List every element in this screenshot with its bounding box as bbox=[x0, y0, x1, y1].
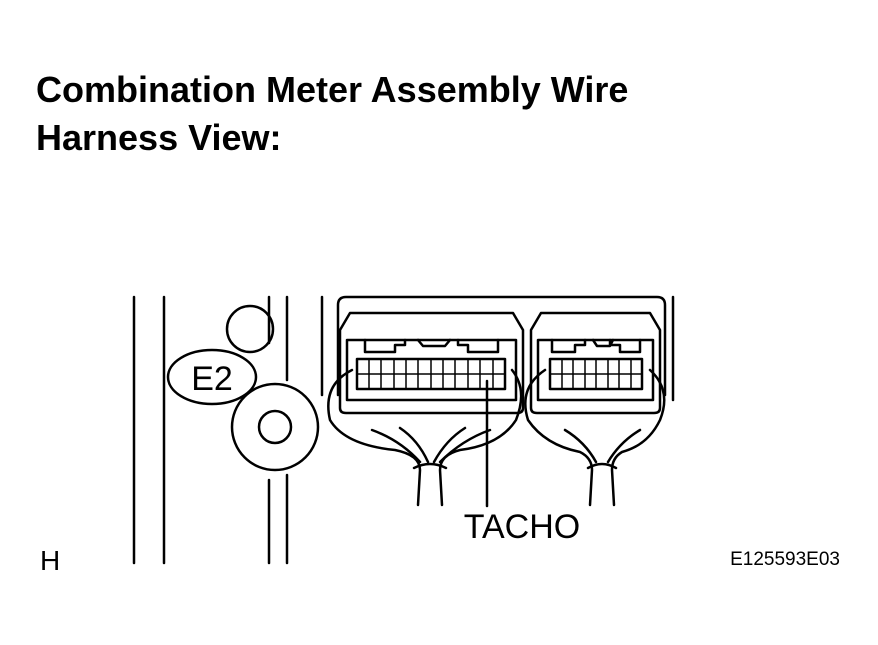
left-connector bbox=[327, 311, 525, 507]
mounting-hole-large-inner bbox=[257, 409, 293, 445]
title-line-1: Combination Meter Assembly Wire bbox=[36, 69, 629, 110]
diagram-title: Combination Meter Assembly Wire Harness … bbox=[36, 66, 796, 162]
mounting-hole-small bbox=[225, 304, 275, 354]
connector-housing bbox=[336, 295, 667, 397]
figure-id: E125593E03 bbox=[730, 549, 840, 570]
terminal-label: TACHO bbox=[464, 508, 580, 546]
connector-label-ellipse bbox=[166, 348, 258, 406]
mounting-hole-large-outer bbox=[230, 382, 320, 472]
title-line-2: Harness View: bbox=[36, 117, 282, 158]
view-letter: H bbox=[40, 545, 60, 576]
connector-label: E2 bbox=[191, 360, 233, 398]
meter-frame-lines bbox=[132, 295, 324, 565]
right-connector bbox=[524, 311, 666, 507]
